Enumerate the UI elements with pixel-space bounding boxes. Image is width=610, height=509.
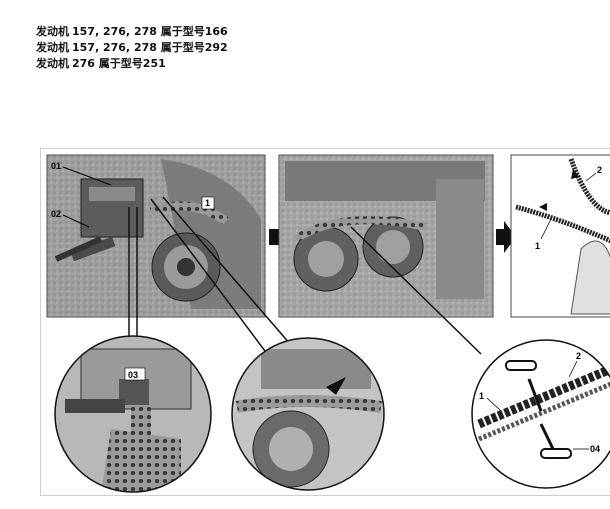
detail-circle-chain-pin bbox=[231, 337, 385, 491]
engine-models: 157, 276, 278 属于型号292 bbox=[72, 41, 228, 54]
callout-2: 2 bbox=[597, 165, 602, 175]
applicability-row: 发动机 276 属于型号251 bbox=[36, 56, 228, 72]
engine-label: 发动机 bbox=[36, 25, 69, 38]
applicability-table: 发动机 157, 276, 278 属于型号166 发动机 157, 276, … bbox=[36, 24, 228, 72]
callout-1: 1 bbox=[479, 391, 484, 401]
callout-02: 02 bbox=[51, 209, 61, 219]
applicability-row: 发动机 157, 276, 278 属于型号166 bbox=[36, 24, 228, 40]
engine-label: 发动机 bbox=[36, 57, 69, 70]
photo-panel-camshaft bbox=[278, 154, 494, 318]
photo-panel-tool: 01 02 1 bbox=[46, 154, 266, 318]
diagram-panel-chain: 1 2 bbox=[510, 154, 610, 318]
callout-1: 1 bbox=[535, 241, 540, 251]
detail-circle-chain-link: 1 2 04 bbox=[471, 339, 610, 489]
callout-01: 01 bbox=[51, 161, 61, 171]
callout-2: 2 bbox=[576, 351, 581, 361]
timing-chain-illustration: 01 02 1 bbox=[40, 148, 610, 496]
engine-models: 157, 276, 278 属于型号166 bbox=[72, 25, 228, 38]
arrow-right-icon bbox=[496, 221, 516, 253]
detail-circle-tool: 03 bbox=[54, 335, 212, 493]
applicability-row: 发动机 157, 276, 278 属于型号292 bbox=[36, 40, 228, 56]
callout-1: 1 bbox=[205, 198, 210, 208]
engine-label: 发动机 bbox=[36, 41, 69, 54]
callout-03: 03 bbox=[128, 370, 138, 380]
callout-04: 04 bbox=[590, 444, 600, 454]
engine-models: 276 属于型号251 bbox=[72, 57, 166, 70]
illustration-svg: 01 02 1 bbox=[46, 154, 610, 493]
